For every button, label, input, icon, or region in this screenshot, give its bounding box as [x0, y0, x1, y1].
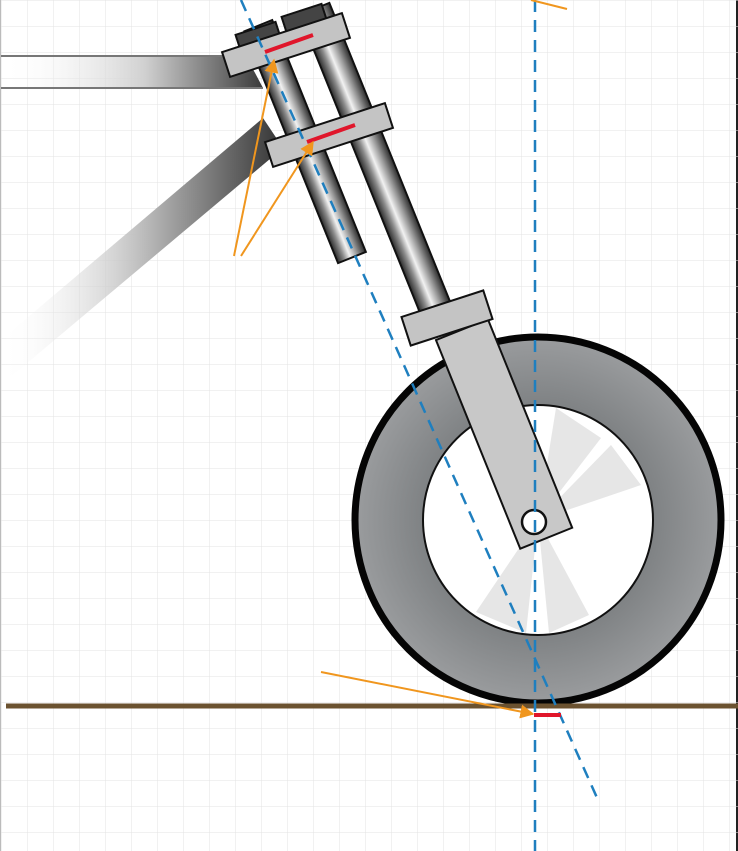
slider-collar: [400, 289, 494, 347]
frame-brace: [1, 118, 283, 385]
callout-arrow-lower-clamp: [240, 140, 314, 257]
callout-arrow-trail: [320, 671, 535, 719]
callout-stub-top: [530, 0, 568, 10]
callout-arrow-upper-clamp: [233, 58, 279, 257]
frame-bar-upper: [1, 56, 263, 88]
upper-clamp-marker: [264, 33, 314, 54]
lower-clamp-marker: [306, 123, 356, 144]
steering-axis-line: [239, 0, 600, 801]
